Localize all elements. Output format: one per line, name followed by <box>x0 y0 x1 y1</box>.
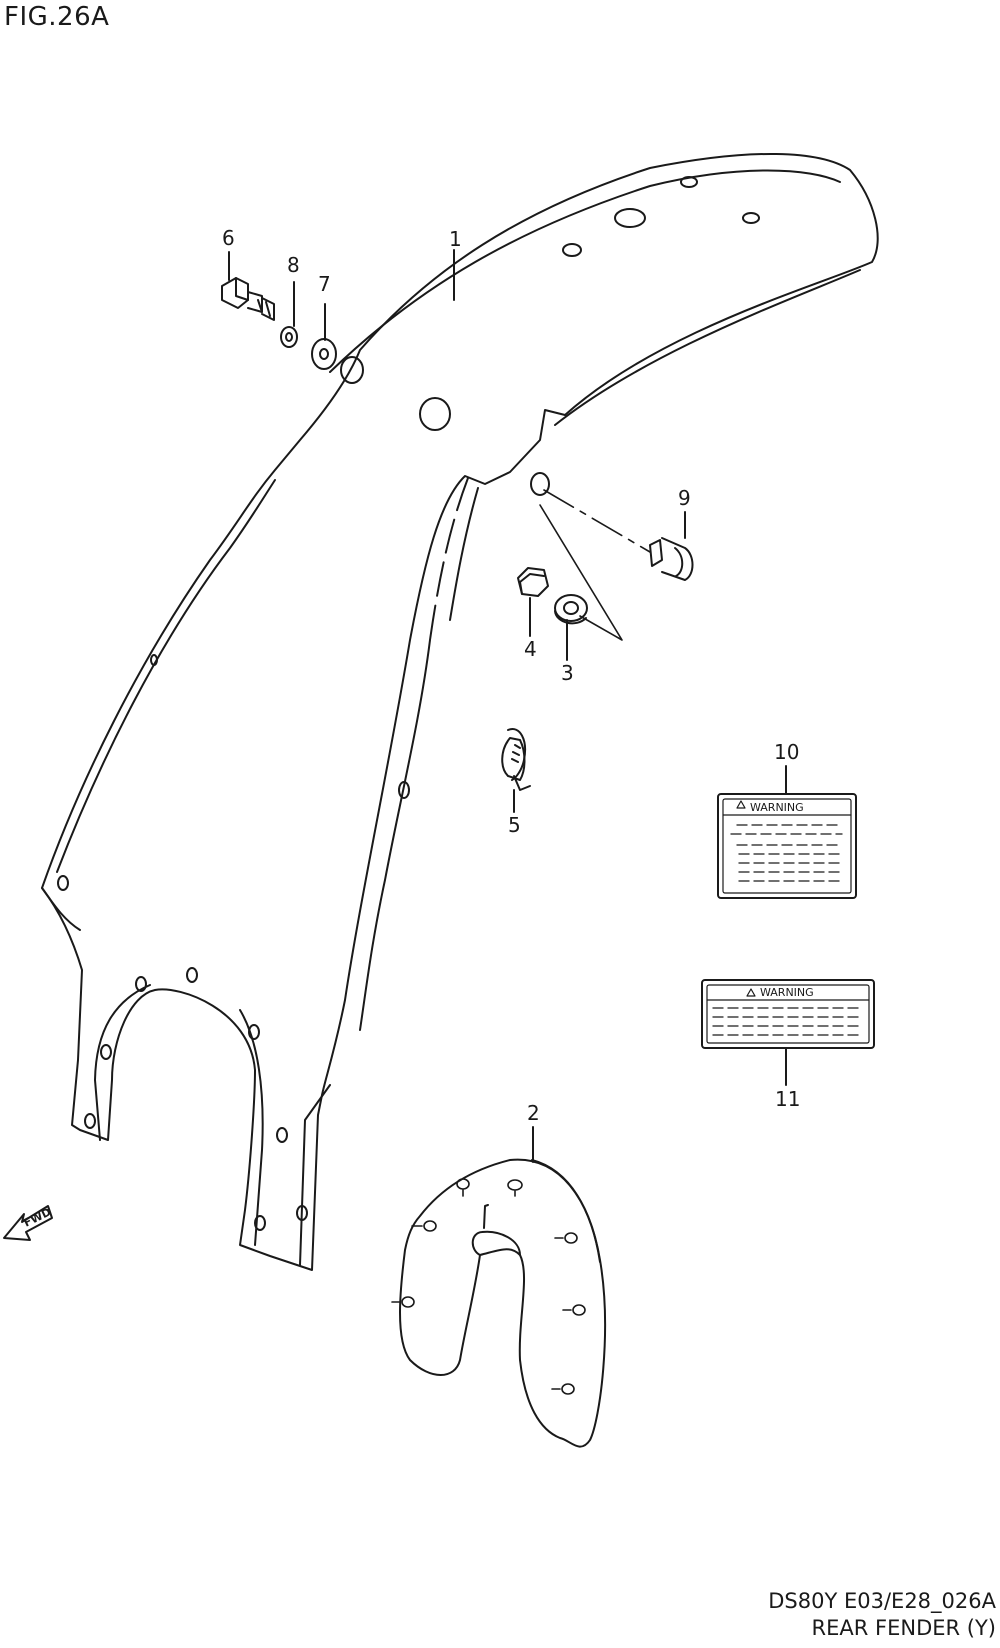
forward-direction-arrow: FWD <box>3 1205 53 1241</box>
clamp-5 <box>501 728 531 791</box>
mud-flap-2 <box>391 1158 607 1448</box>
figure-title: FIG.26A <box>4 2 110 32</box>
nut-4 <box>517 567 549 597</box>
bolt-9 <box>649 537 694 581</box>
callout-1: 1 <box>449 227 462 251</box>
rear-fender <box>41 152 879 1271</box>
callout-2: 2 <box>527 1101 540 1125</box>
diagram-code: DS80Y E03/E28_026A <box>768 1589 996 1613</box>
bolt-6 <box>221 277 275 321</box>
callout-8: 8 <box>287 253 300 277</box>
callout-3: 3 <box>561 661 574 685</box>
washer-7 <box>311 338 337 370</box>
diagram-footer: DS80Y E03/E28_026A REAR FENDER (Y) <box>768 1588 996 1642</box>
warning-label-10-text: WARNING <box>750 801 804 814</box>
callout-7: 7 <box>318 272 331 296</box>
callout-10: 10 <box>774 740 799 764</box>
callout-6: 6 <box>222 226 235 250</box>
assembly-guide-line <box>539 504 623 641</box>
lock-washer-8 <box>280 326 298 348</box>
collar-3 <box>554 594 588 625</box>
callout-5: 5 <box>508 813 521 837</box>
diagram-name: REAR FENDER (Y) <box>811 1616 996 1640</box>
warning-label-11-text: WARNING <box>760 986 814 999</box>
warning-label-10 <box>717 793 857 899</box>
center-line-9 <box>543 489 651 553</box>
callout-4: 4 <box>524 637 537 661</box>
callout-11: 11 <box>775 1087 800 1111</box>
warning-label-11 <box>701 979 875 1049</box>
callout-9: 9 <box>678 486 691 510</box>
